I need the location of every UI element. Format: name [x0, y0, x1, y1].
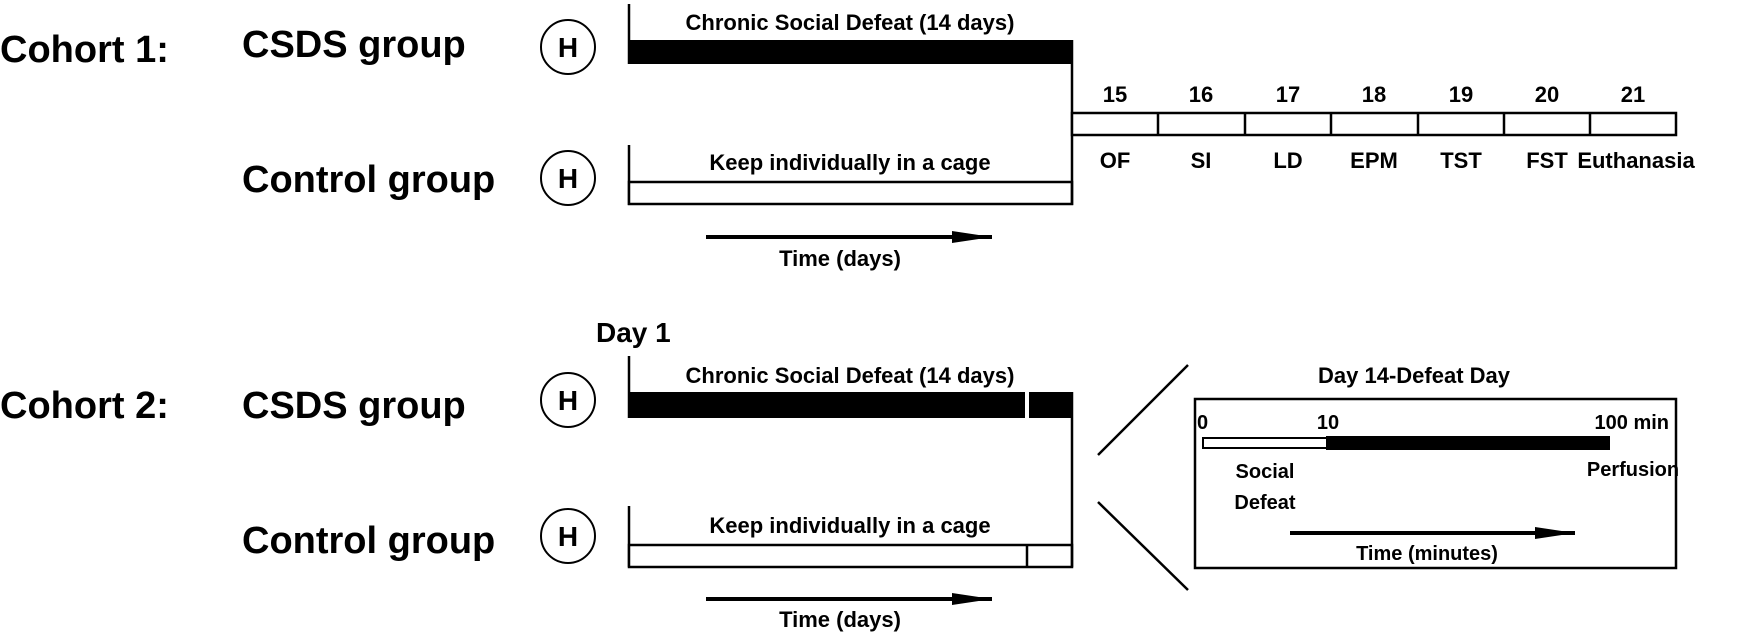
inset-title: Day 14-Defeat Day — [1318, 363, 1511, 388]
cohort-1-csds-habituation-marker: H — [540, 19, 596, 75]
cohort-1-csds-group-label: CSDS group — [242, 24, 466, 66]
test-name: TST — [1440, 148, 1482, 173]
cohort-1-time-label: Time (days) — [779, 246, 901, 271]
cohort-2-csds-habituation-marker: H — [540, 372, 596, 428]
test-day-number: 18 — [1362, 82, 1386, 107]
inset-tick-0: 0 — [1197, 412, 1208, 434]
cohort-2: Day 1 Cohort 2: CSDS group Control group… — [0, 317, 1679, 632]
cohort-1-control-group-label: Control group — [242, 159, 495, 201]
inset-defeat-label: Defeat — [1234, 492, 1295, 514]
cohort-1-label: Cohort 1: — [0, 29, 169, 71]
test-days-bar — [1070, 111, 1678, 137]
zoom-line-lower — [1097, 501, 1189, 591]
inset-perfusion-label: Perfusion — [1587, 459, 1679, 481]
cohort-2-control-habituation-marker: H — [540, 508, 596, 564]
inset-social-label: Social — [1236, 461, 1295, 483]
habituation-circle-icon — [540, 372, 596, 428]
test-day-number: 16 — [1189, 82, 1213, 107]
cohort-2-csds-day-14-gap — [1025, 392, 1029, 418]
habituation-circle-icon — [540, 150, 596, 206]
habituation-letter: H — [558, 521, 578, 552]
cohort-1-control-habituation-marker: H — [540, 150, 596, 206]
test-day-number: 17 — [1276, 82, 1300, 107]
cohort-2-csds-group-label: CSDS group — [242, 385, 466, 427]
cohort-2-day-1-label: Day 1 — [596, 317, 671, 348]
inset-post-defeat-segment — [1326, 436, 1610, 450]
habituation-letter: H — [558, 163, 578, 194]
cohort-1-control-cage-bar — [627, 180, 1074, 206]
test-name: LD — [1273, 148, 1302, 173]
zoom-line-upper — [1097, 364, 1189, 456]
cohort-1: Cohort 1: CSDS group Control group H H C… — [0, 4, 1695, 271]
inset-tick-10: 10 — [1317, 412, 1339, 434]
defeat-day-inset: Day 14-Defeat Day 0 10 100 min Social De… — [1193, 363, 1679, 570]
cohort-1-test-timeline: 15 16 17 18 19 20 21 OF SI LD EPM TST FS… — [1070, 82, 1695, 173]
cohort-1-control-bar-label: Keep individually in a cage — [709, 150, 990, 175]
habituation-letter: H — [558, 32, 578, 63]
cohort-1-csds-defeat-bar — [629, 40, 1072, 64]
test-day-number: 20 — [1535, 82, 1559, 107]
habituation-circle-icon — [540, 19, 596, 75]
test-name: FST — [1526, 148, 1568, 173]
cohort-2-csds-defeat-bar — [629, 392, 1072, 418]
cohort-2-csds-bar-label: Chronic Social Defeat (14 days) — [686, 363, 1015, 388]
inset-tick-100: 100 min — [1595, 412, 1669, 434]
inset-social-defeat-segment — [1202, 437, 1328, 449]
cohort-2-control-group-label: Control group — [242, 520, 495, 562]
test-day-number: 21 — [1621, 82, 1645, 107]
test-day-number: 19 — [1449, 82, 1473, 107]
habituation-circle-icon — [540, 508, 596, 564]
cohort-1-csds-bar-label: Chronic Social Defeat (14 days) — [686, 10, 1015, 35]
cohort-2-control-cage-bar — [627, 543, 1074, 569]
cohort-2-control-bar-label: Keep individually in a cage — [709, 513, 990, 538]
inset-time-label: Time (minutes) — [1356, 543, 1498, 565]
inset-frame — [1193, 397, 1678, 570]
test-name: SI — [1191, 148, 1212, 173]
test-name: OF — [1100, 148, 1131, 173]
cohort-2-label: Cohort 2: — [0, 385, 169, 427]
test-name: Euthanasia — [1577, 148, 1695, 173]
cohort-2-time-label: Time (days) — [779, 607, 901, 632]
test-day-number: 15 — [1103, 82, 1127, 107]
test-name: EPM — [1350, 148, 1398, 173]
habituation-letter: H — [558, 385, 578, 416]
